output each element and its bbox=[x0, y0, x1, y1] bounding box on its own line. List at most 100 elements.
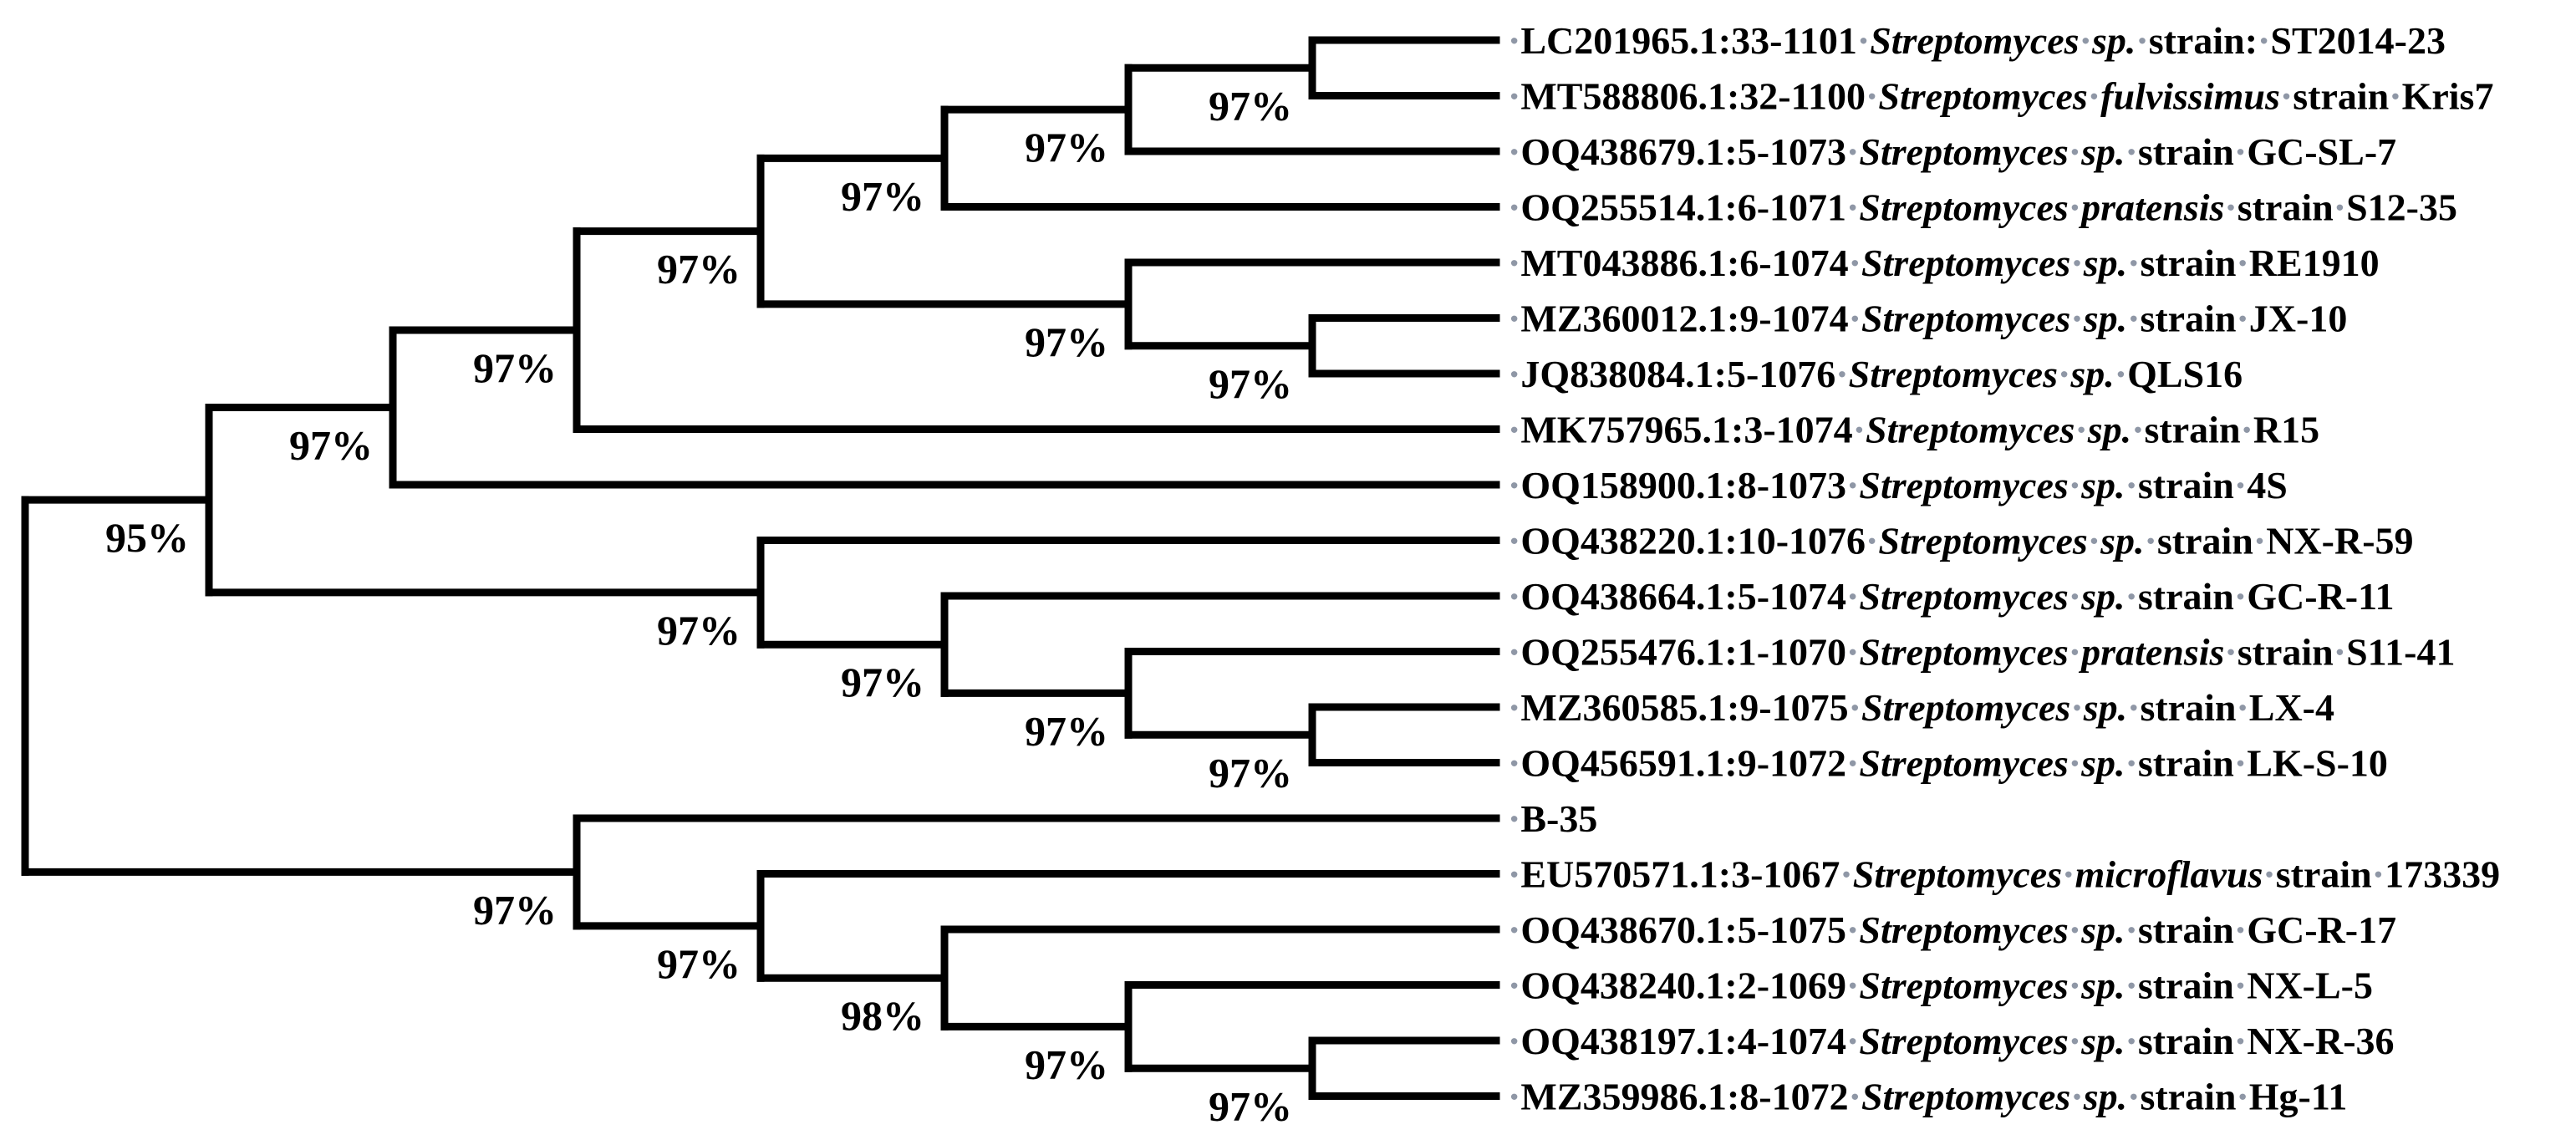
taxon-label: ·OQ255514.1:6-1071·Streptomyces·pratensi… bbox=[1508, 186, 2457, 229]
space-mark: · bbox=[1508, 464, 1520, 506]
taxon-word: R15 bbox=[2253, 409, 2319, 451]
taxon-word: 4S bbox=[2247, 464, 2288, 506]
space-mark: · bbox=[1508, 686, 1520, 729]
taxon-species-word: sp. bbox=[2080, 130, 2125, 173]
bootstrap-label: 97% bbox=[1025, 1041, 1108, 1087]
taxon-word: NX-L-5 bbox=[2247, 964, 2373, 1007]
space-mark: · bbox=[1508, 409, 1520, 451]
taxon-word: strain bbox=[2138, 464, 2234, 506]
taxon-species-word: sp. bbox=[2080, 1020, 2125, 1062]
space-mark: · bbox=[2069, 1020, 2081, 1062]
taxon-word: QLS16 bbox=[2127, 353, 2243, 395]
taxon-species-word: Streptomyces bbox=[1870, 19, 2079, 62]
space-mark: · bbox=[1846, 908, 1859, 951]
taxon-word: strain bbox=[2157, 520, 2253, 562]
bootstrap-label: 97% bbox=[473, 344, 557, 391]
space-mark: · bbox=[1508, 1076, 1520, 1118]
taxon-label: ·OQ438664.1:5-1074·Streptomyces·sp.·stra… bbox=[1508, 575, 2395, 618]
bootstrap-label: 97% bbox=[657, 246, 741, 293]
taxon-word: strain bbox=[2138, 1020, 2234, 1062]
space-mark: · bbox=[2236, 686, 2248, 729]
taxon-word: strain bbox=[2138, 575, 2234, 618]
space-mark: · bbox=[2070, 1076, 2083, 1118]
bootstrap-label: 98% bbox=[841, 992, 924, 1039]
space-mark: · bbox=[2070, 686, 2083, 729]
space-mark: · bbox=[2127, 686, 2140, 729]
taxon-word: strain bbox=[2140, 298, 2236, 340]
space-mark: · bbox=[2115, 353, 2127, 395]
bootstrap-label: 97% bbox=[1025, 124, 1108, 170]
taxon-word: OQ438197.1:4-1074 bbox=[1520, 1020, 1846, 1062]
space-mark: · bbox=[2125, 742, 2138, 785]
taxon-word: OQ255514.1:6-1071 bbox=[1520, 186, 1846, 229]
taxon-species-word: sp. bbox=[2080, 464, 2125, 506]
space-mark: · bbox=[1508, 742, 1520, 785]
space-mark: · bbox=[1866, 520, 1878, 562]
taxon-word: OQ438240.1:2-1069 bbox=[1520, 964, 1846, 1007]
space-mark: · bbox=[2125, 464, 2138, 506]
taxon-word: JQ838084.1:5-1076 bbox=[1520, 353, 1835, 395]
space-mark: · bbox=[2075, 409, 2087, 451]
space-mark: · bbox=[2234, 130, 2247, 173]
bootstrap-label: 97% bbox=[473, 886, 557, 933]
space-mark: · bbox=[2280, 75, 2293, 118]
space-mark: · bbox=[1849, 242, 1861, 284]
taxon-word: GC-SL-7 bbox=[2247, 130, 2396, 173]
space-mark: · bbox=[2070, 298, 2083, 340]
space-mark: · bbox=[2224, 631, 2237, 674]
space-mark: · bbox=[2234, 575, 2247, 618]
bootstrap-label: 97% bbox=[1209, 360, 1292, 407]
taxon-label: ·B-35 bbox=[1508, 797, 1597, 840]
taxon-word: NX-R-59 bbox=[2266, 520, 2413, 562]
taxon-label: ·JQ838084.1:5-1076·Streptomyces·sp.·QLS1… bbox=[1508, 353, 2243, 395]
taxon-word: ST2014-23 bbox=[2270, 19, 2446, 62]
taxon-species-word: sp. bbox=[2087, 409, 2131, 451]
taxon-word: GC-R-17 bbox=[2247, 908, 2396, 951]
space-mark: · bbox=[2070, 242, 2083, 284]
space-mark: · bbox=[1846, 742, 1859, 785]
space-mark: · bbox=[2253, 520, 2266, 562]
space-mark: · bbox=[1866, 75, 1878, 118]
space-mark: · bbox=[2236, 1076, 2248, 1118]
taxon-species-word: Streptomyces bbox=[1859, 464, 2068, 506]
space-mark: · bbox=[1508, 797, 1520, 840]
taxon-word: B-35 bbox=[1520, 797, 1597, 840]
taxon-species-word: sp. bbox=[2083, 1076, 2127, 1118]
taxon-label: ·MK757965.1:3-1074·Streptomyces·sp.·stra… bbox=[1508, 409, 2319, 451]
bootstrap-label: 97% bbox=[1209, 749, 1292, 796]
taxon-label: ·OQ438679.1:5-1073·Streptomyces·sp.·stra… bbox=[1508, 130, 2396, 173]
space-mark: · bbox=[2145, 520, 2157, 562]
taxon-label: ·MZ360585.1:9-1075·Streptomyces·sp.·stra… bbox=[1508, 686, 2334, 729]
taxon-species-word: Streptomyces bbox=[1859, 964, 2068, 1007]
space-mark: · bbox=[2069, 130, 2081, 173]
taxon-species-word: Streptomyces bbox=[1866, 409, 2075, 451]
space-mark: · bbox=[2058, 353, 2070, 395]
taxon-species-word: Streptomyces bbox=[1859, 908, 2068, 951]
space-mark: · bbox=[2234, 908, 2247, 951]
taxon-word: MK757965.1:3-1074 bbox=[1520, 409, 1852, 451]
bootstrap-label: 97% bbox=[841, 172, 924, 219]
space-mark: · bbox=[1508, 75, 1520, 118]
space-mark: · bbox=[1857, 19, 1870, 62]
taxon-word: JX-10 bbox=[2249, 298, 2348, 340]
space-mark: · bbox=[1508, 353, 1520, 395]
space-mark: · bbox=[2125, 908, 2138, 951]
taxon-word: strain bbox=[2138, 908, 2234, 951]
space-mark: · bbox=[1849, 298, 1861, 340]
taxon-word: strain bbox=[2140, 242, 2236, 284]
taxon-word: strain bbox=[2138, 742, 2234, 785]
taxon-species-word: microflavus bbox=[2075, 853, 2263, 896]
space-mark: · bbox=[1508, 853, 1520, 896]
space-mark: · bbox=[2127, 298, 2140, 340]
space-mark: · bbox=[1508, 242, 1520, 284]
taxon-species-word: Streptomyces bbox=[1859, 575, 2068, 618]
space-mark: · bbox=[2234, 742, 2247, 785]
taxon-label: ·MT588806.1:32-1100·Streptomyces·fulviss… bbox=[1508, 75, 2493, 118]
space-mark: · bbox=[2125, 1020, 2138, 1062]
space-mark: · bbox=[1508, 186, 1520, 229]
taxon-species-word: sp. bbox=[2080, 964, 2125, 1007]
space-mark: · bbox=[2136, 19, 2148, 62]
space-mark: · bbox=[1846, 575, 1859, 618]
space-mark: · bbox=[2389, 75, 2401, 118]
space-mark: · bbox=[2372, 853, 2385, 896]
